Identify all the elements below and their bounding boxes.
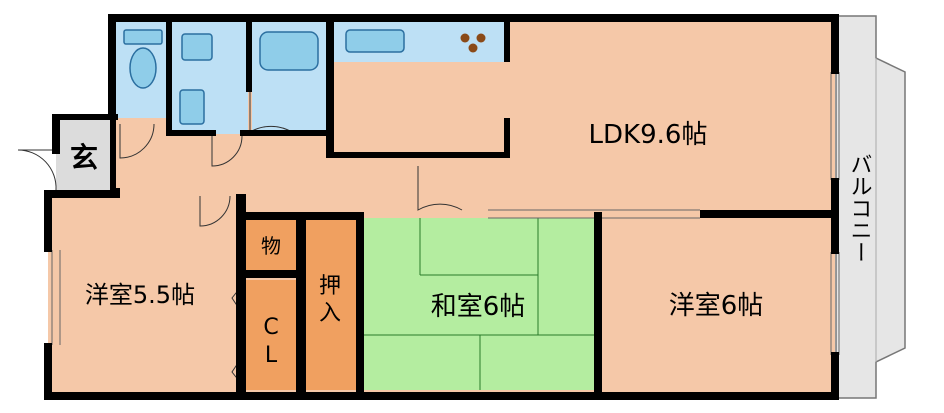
- entrance-label: 玄: [70, 141, 98, 174]
- tatami-lines: [362, 218, 596, 390]
- ldk-label: LDK9.6帖: [589, 120, 708, 150]
- closet-label-l: L: [265, 343, 278, 368]
- oshiire-closet: [306, 220, 356, 390]
- bathtub-fixture: [259, 31, 319, 71]
- sink-fixture: [345, 29, 405, 53]
- storage-label: 物: [261, 234, 281, 258]
- oshiire-label-2: 入: [319, 301, 341, 326]
- storage-room: [246, 220, 296, 270]
- walls: [44, 14, 839, 400]
- washitsu-tatami: [362, 218, 596, 390]
- oshiire-label-1: 押: [319, 274, 341, 299]
- balcony-label: バルコニー: [847, 153, 872, 263]
- balcony-area: [835, 15, 906, 399]
- washbasin-fixture: [181, 33, 213, 61]
- stove-burner-icon: [460, 33, 486, 53]
- toilet-fixture: [123, 29, 163, 89]
- closet-label-c: C: [263, 315, 278, 340]
- western-room-left-label: 洋室5.5帖: [85, 281, 195, 309]
- closet-cl: [246, 280, 296, 390]
- door-swings: [17, 90, 463, 227]
- washitsu-label: 和室6帖: [431, 292, 526, 322]
- western-room-right-label: 洋室6帖: [669, 291, 764, 321]
- entrance-area: [56, 118, 114, 191]
- washing-machine-fixture: [179, 89, 205, 125]
